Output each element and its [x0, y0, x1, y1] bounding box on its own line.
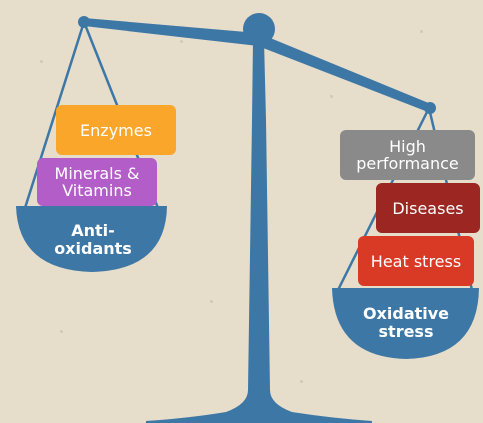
heat-stress-block: Heat stress	[358, 236, 474, 286]
diseases-label: Diseases	[392, 200, 463, 217]
oxidative-stress-label: Oxidative stress	[356, 305, 456, 341]
minerals-vitamins-block: Minerals & Vitamins	[37, 158, 157, 206]
high-performance-block: High performance	[340, 130, 475, 180]
beam-right-end	[424, 102, 436, 114]
enzymes-block: Enzymes	[56, 105, 176, 155]
high-performance-label: High performance	[356, 138, 458, 172]
heat-stress-label: Heat stress	[371, 253, 461, 270]
enzymes-label: Enzymes	[80, 122, 152, 139]
diseases-block: Diseases	[376, 183, 480, 233]
scale-pillar	[146, 40, 372, 423]
beam-left-end	[78, 16, 90, 28]
minerals-vitamins-label: Minerals & Vitamins	[55, 165, 140, 199]
antioxidants-label: Anti- oxidants	[48, 222, 138, 258]
scale-top-knob	[243, 13, 275, 45]
